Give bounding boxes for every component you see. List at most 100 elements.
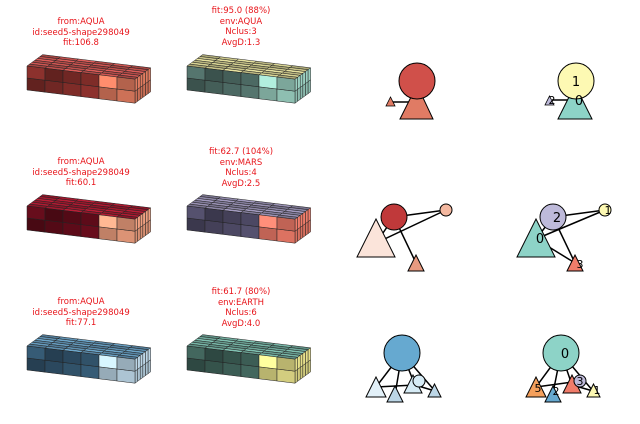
row1-left-label: from:AQUA id:seed5-shape298049 fit:106.8 [6, 17, 156, 49]
row1-left-line1: from:AQUA [57, 17, 105, 27]
graph-node-number: 3 [577, 375, 584, 388]
voxel-side-face [307, 67, 311, 83]
voxel-front-face [276, 368, 296, 384]
voxel-side-face [134, 88, 138, 104]
graph-node-circle [557, 62, 595, 100]
row2-left-line3: fit:60.1 [65, 178, 97, 189]
voxel-side-face [139, 213, 144, 228]
graph-node-triangle [365, 375, 387, 398]
voxel-side-face [147, 219, 151, 235]
voxel-front-face [204, 67, 224, 83]
voxel-front-face [62, 82, 82, 97]
voxel-front-face [80, 224, 100, 240]
graph-node-number: 2 [553, 385, 560, 398]
voxel-front-face [62, 70, 82, 85]
voxel-front-face [44, 207, 64, 223]
voxel-front-face [26, 357, 46, 373]
row3-left-line1: from:AQUA [57, 297, 105, 307]
voxel-side-face [142, 363, 146, 378]
voxel-front-face [26, 217, 46, 233]
voxel-front-face [116, 228, 136, 244]
voxel-side-face [137, 354, 141, 370]
graph-node-circle [398, 62, 436, 100]
graph-node-circle [380, 203, 408, 231]
voxel-side-face [142, 71, 146, 86]
voxel-side-face [297, 214, 301, 230]
voxel-side-face [307, 219, 311, 235]
graph-node-number: 1 [605, 204, 612, 217]
voxel-side-face [299, 85, 304, 100]
voxel-front-face [44, 219, 64, 235]
row2-cluster-graph [356, 203, 453, 272]
voxel-front-face [222, 210, 242, 225]
row3-right-line4: AvgD:4.0 [221, 318, 261, 329]
voxel-side-face [142, 351, 146, 366]
voxel-side-face [294, 76, 298, 92]
voxel-side-face [137, 86, 141, 102]
voxel-side-face [139, 73, 144, 88]
graph-node-triangle [356, 217, 396, 258]
voxel-front-face [26, 345, 46, 361]
graph-node-number: 1 [572, 75, 580, 90]
graph-node-circle [439, 203, 453, 217]
voxel-side-face [294, 216, 298, 232]
graph-node-circle [598, 203, 612, 217]
voxel-side-face [137, 226, 141, 242]
voxel-front-face [240, 84, 260, 100]
voxel-front-face [116, 216, 136, 232]
voxel-side-face [307, 347, 311, 363]
row1-left-voxel-block [26, 54, 152, 104]
voxel-side-face [305, 349, 309, 365]
row3-right-line1: fit:61.7 (80%) [211, 287, 271, 297]
voxel-side-face [305, 81, 309, 97]
voxel-side-face [299, 365, 304, 380]
voxel-front-face [98, 226, 118, 242]
graph-edge [535, 209, 606, 240]
voxel-front-face [276, 356, 296, 372]
graph-node-triangle [386, 384, 404, 403]
voxel-side-face [294, 356, 298, 372]
voxel-side-face [302, 363, 306, 378]
voxel-front-face [80, 212, 100, 228]
row1-right-label: fit:95.0 (88%) env:AQUA Nclus:3 AvgD:1.3 [166, 6, 316, 48]
voxel-side-face [142, 211, 146, 226]
voxel-front-face [276, 228, 296, 244]
row2-right-label: fit:62.7 (104%) env:MARS Nclus:4 AvgD:2.… [166, 147, 316, 189]
voxel-front-face [44, 67, 64, 83]
voxel-side-face [307, 79, 311, 95]
voxel-front-face [222, 350, 242, 365]
voxel-front-face [98, 74, 118, 90]
row2-left-line2: id:seed5-shape298049 [32, 167, 130, 178]
row1-right-line3: Nclus:3 [225, 27, 257, 38]
row1-right-voxel-block [186, 54, 312, 104]
voxel-side-face [297, 74, 301, 90]
graph-node-triangle [557, 83, 593, 120]
voxel-side-face [302, 223, 306, 238]
voxel-front-face [240, 364, 260, 380]
row1-cluster-graph [385, 62, 436, 120]
voxel-side-face [137, 366, 141, 382]
graph-node-circle [573, 374, 587, 388]
voxel-front-face [44, 347, 64, 363]
voxel-side-face [145, 349, 149, 365]
voxel-front-face [80, 364, 100, 380]
voxel-front-face [80, 72, 100, 88]
graph-node-triangle [407, 253, 425, 272]
voxel-front-face [186, 345, 206, 361]
graph-node-number: 3 [577, 258, 584, 271]
voxel-side-face [145, 81, 149, 97]
row1-right-line2: env:AQUA [219, 16, 263, 27]
graph-node-triangle [544, 95, 555, 106]
graph-node-circle [412, 374, 426, 388]
voxel-side-face [145, 69, 149, 85]
row3-left-line3: fit:77.1 [65, 318, 97, 329]
voxel-front-face [240, 212, 260, 228]
voxel-front-face [258, 354, 278, 370]
voxel-front-face [222, 82, 242, 97]
row2-right-line2: env:MARS [219, 157, 263, 168]
voxel-front-face [276, 216, 296, 232]
voxel-front-face [44, 79, 64, 95]
row3-right-label: fit:61.7 (80%) env:EARTH Nclus:6 AvgD:4.… [166, 287, 316, 329]
graph-node-number: 5 [535, 382, 542, 395]
graph-node-circle [383, 334, 421, 372]
